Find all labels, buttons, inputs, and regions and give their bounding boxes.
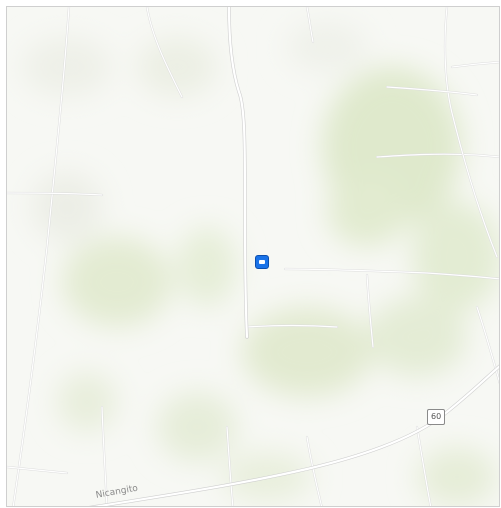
marker-glyph: [259, 260, 265, 264]
minor-roads: [7, 7, 499, 506]
route-shield-label: 60: [427, 409, 446, 425]
map-viewport[interactable]: 60 Nicangito: [6, 6, 500, 507]
map-canvas[interactable]: [7, 7, 500, 507]
location-pin-icon[interactable]: [255, 255, 269, 269]
main-roads: [88, 7, 499, 506]
